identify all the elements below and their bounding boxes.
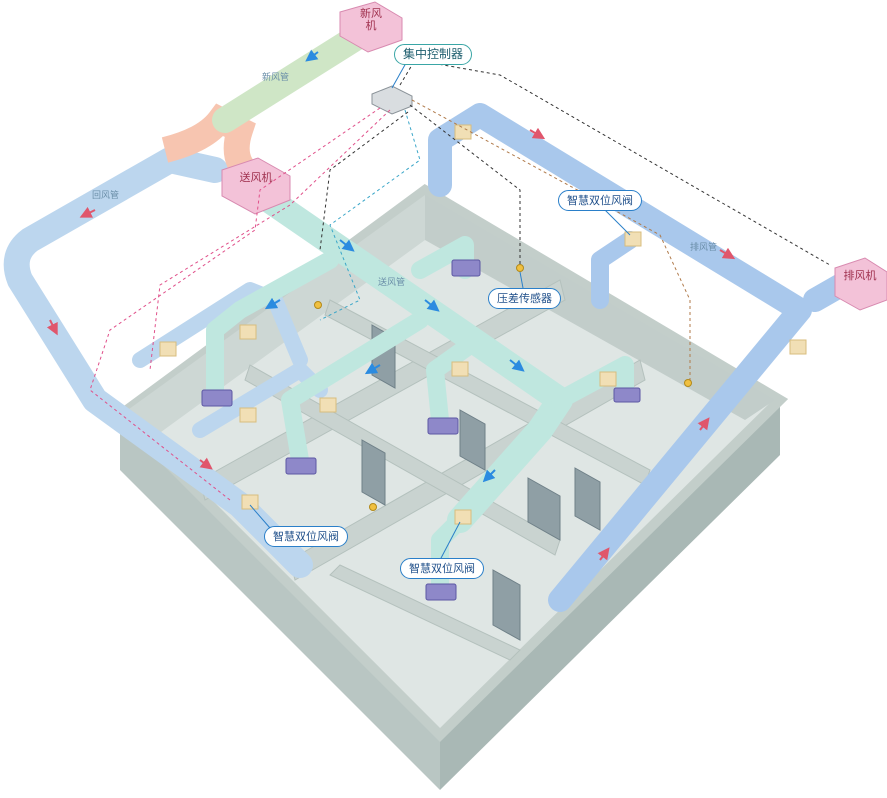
exhaust-fan-label: 排风机 xyxy=(843,269,877,282)
valve-callout-left: 智慧双位风阀 xyxy=(264,526,348,547)
valves xyxy=(159,124,807,525)
building-right-wall xyxy=(440,400,780,790)
fresh-air-unit-label: 新风机 xyxy=(360,7,382,32)
supply-diffusers xyxy=(201,259,641,601)
fresh-air-duct-label: 新风管 xyxy=(262,73,290,83)
callout-leaders xyxy=(249,62,631,561)
valve-callout-top: 智慧双位风阀 xyxy=(558,190,642,211)
building-left-wall xyxy=(120,415,440,790)
fresh-air-unit-box xyxy=(339,1,403,53)
pressure-sensor-callout: 压差传感器 xyxy=(488,288,561,309)
valve-callout-bottom: 智慧双位风阀 xyxy=(400,558,484,579)
supply-fan-box xyxy=(221,157,291,215)
supply-fan-label: 送风机 xyxy=(239,171,273,184)
pressure-sensors xyxy=(314,264,692,511)
fresh-air-duct xyxy=(212,19,378,133)
exhaust-fan-box xyxy=(834,257,887,311)
supply-duct-label: 送风管 xyxy=(378,278,406,288)
exhaust-duct-label: 排风管 xyxy=(690,243,718,253)
controller-callout: 集中控制器 xyxy=(394,44,473,65)
supply-duct xyxy=(206,182,634,594)
control-wires xyxy=(89,59,831,501)
return-duct-label: 回风管 xyxy=(92,191,120,201)
flow-arrows-supply xyxy=(264,49,525,483)
flow-arrows-return xyxy=(46,127,736,561)
